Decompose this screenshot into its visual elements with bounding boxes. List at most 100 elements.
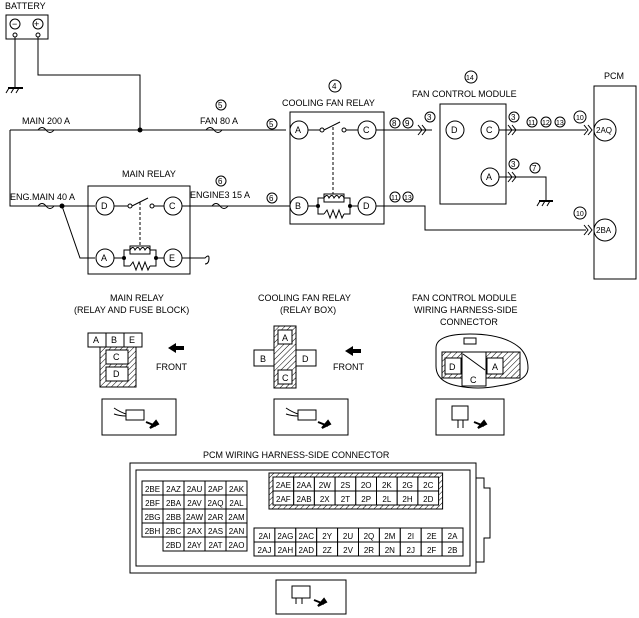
mr-cell-c: C xyxy=(113,352,120,362)
pin-label: 2AC xyxy=(298,532,314,541)
pin-label: 2BG xyxy=(144,513,160,522)
pin-label: 2AS xyxy=(208,527,223,536)
fan-relay-terminal-b: B xyxy=(295,201,301,211)
fr-cell-b: B xyxy=(260,354,266,364)
pcm-connector-housing xyxy=(129,462,477,574)
pin-label: 2R xyxy=(364,546,374,555)
pin-label: 2AU xyxy=(187,485,203,494)
pin-label: 2AM xyxy=(228,513,245,522)
fcm-terminal-c: C xyxy=(486,125,493,135)
marker-8: 8 xyxy=(392,119,397,128)
mr-cell-b: B xyxy=(111,335,117,345)
pin-label: 2AE xyxy=(276,481,291,490)
marker-9: 9 xyxy=(405,119,410,128)
pin-label: 2Y xyxy=(322,532,332,541)
pin-label: 2BC xyxy=(166,527,182,536)
battery-pos: + xyxy=(34,19,39,29)
marker-11: 11 xyxy=(528,120,535,127)
connector-plug-icon xyxy=(285,407,332,429)
pin-label: 2L xyxy=(382,495,391,504)
fan-relay-terminal-d: D xyxy=(363,201,370,211)
fuse-engmain40-icon xyxy=(37,203,55,209)
fan-relay-title: COOLING FAN RELAY xyxy=(282,98,375,108)
mr-plug-view xyxy=(101,398,177,436)
fcm-title: FAN CONTROL MODULE xyxy=(412,89,517,99)
pin-label: 2BD xyxy=(166,541,182,550)
pin-label: 2U xyxy=(343,532,353,541)
fan-relay-connector-view xyxy=(253,325,317,389)
connector-plug-icon xyxy=(451,405,488,429)
fuse-main200-icon xyxy=(37,127,55,133)
marker-10a: 10 xyxy=(576,115,584,122)
fuse-engmain40-label: ENG.MAIN 40 A xyxy=(10,192,75,202)
main-relay-box xyxy=(87,185,191,275)
pin-label: 2AH xyxy=(278,546,294,555)
pin-label: 2AN xyxy=(229,527,245,536)
fuse-main200-label: MAIN 200 A xyxy=(22,116,70,126)
front-arrow-icon xyxy=(168,343,184,353)
main-relay-title: MAIN RELAY xyxy=(122,169,176,179)
fan-relay-number: 4 xyxy=(332,82,337,91)
pin-label: 2AI xyxy=(258,532,270,541)
pin-label: 2AQ xyxy=(207,499,223,508)
pin-label: 2B xyxy=(448,546,458,555)
pin-label: 2BE xyxy=(145,485,160,494)
fr-cell-a: A xyxy=(282,333,288,343)
fcm-view-subtitle2: CONNECTOR xyxy=(440,317,498,327)
pin-label: 2BH xyxy=(145,527,161,536)
mr-cell-e: E xyxy=(129,335,135,345)
pin-label: 2AO xyxy=(228,541,244,550)
pin-label: 2BA xyxy=(166,499,182,508)
pin-label: 2AW xyxy=(186,513,203,522)
pin-label: 2M xyxy=(384,532,395,541)
marker-12: 12 xyxy=(542,120,550,127)
connector-plug-icon xyxy=(291,585,328,607)
main-relay-terminal-e: E xyxy=(169,253,175,263)
fan-relay-terminal-a: A xyxy=(295,125,301,135)
battery-label: BATTERY xyxy=(5,1,46,11)
pin-label: 2O xyxy=(361,481,372,490)
pin-label: 2F xyxy=(427,546,436,555)
fcm-plug-view xyxy=(435,398,505,436)
fan-relay-box xyxy=(289,111,385,225)
marker-3a: 3 xyxy=(427,113,432,122)
pin-label: 2N xyxy=(385,546,395,555)
fcm-terminal-a: A xyxy=(486,172,492,182)
marker-3b: 3 xyxy=(511,113,516,122)
mr-cell-a: A xyxy=(93,335,99,345)
pin-label: 2AR xyxy=(208,513,224,522)
ground-icon xyxy=(536,200,553,207)
fcm-box xyxy=(439,103,507,205)
fuse-fan80-label: FAN 80 A xyxy=(200,116,238,126)
pcm-terminal-2aq: 2AQ xyxy=(596,126,612,135)
marker-11b: 11 xyxy=(391,195,398,202)
fan-relay-view-title: COOLING FAN RELAY xyxy=(258,293,351,303)
pin-label: 2AX xyxy=(187,527,203,536)
fr-cell-c: C xyxy=(282,373,289,383)
pin-label: 2AB xyxy=(296,495,311,504)
fcm-cell-c: C xyxy=(470,375,477,385)
marker-5b: 5 xyxy=(269,120,274,129)
marker-6: 6 xyxy=(218,177,223,186)
main-relay-terminal-d: D xyxy=(101,201,108,211)
mr-front-label: FRONT xyxy=(156,362,187,372)
pin-label: 2C xyxy=(423,481,433,490)
pin-label: 2A xyxy=(448,532,458,541)
pin-label: 2K xyxy=(382,481,392,490)
pin-label: 2AD xyxy=(298,546,314,555)
pin-label: 2S xyxy=(341,481,351,490)
pin-label: 2AG xyxy=(277,532,293,541)
fcm-terminal-d: D xyxy=(451,125,458,135)
fcm-cell-d: D xyxy=(449,362,456,372)
pin-label: 2AZ xyxy=(166,485,181,494)
pin-cell xyxy=(417,490,440,506)
pcm-box xyxy=(593,85,637,280)
pin-label: 2H xyxy=(402,495,412,504)
pcm-plug-view xyxy=(275,579,347,615)
pin-label: 2AK xyxy=(229,485,245,494)
fuse-engine3-label: ENGINE3 15 A xyxy=(190,190,250,200)
fan-relay-view-subtitle: (RELAY BOX) xyxy=(280,305,336,315)
pin-label: 2AJ xyxy=(258,546,272,555)
battery-neg: − xyxy=(12,19,17,29)
pin-cell xyxy=(225,536,248,552)
